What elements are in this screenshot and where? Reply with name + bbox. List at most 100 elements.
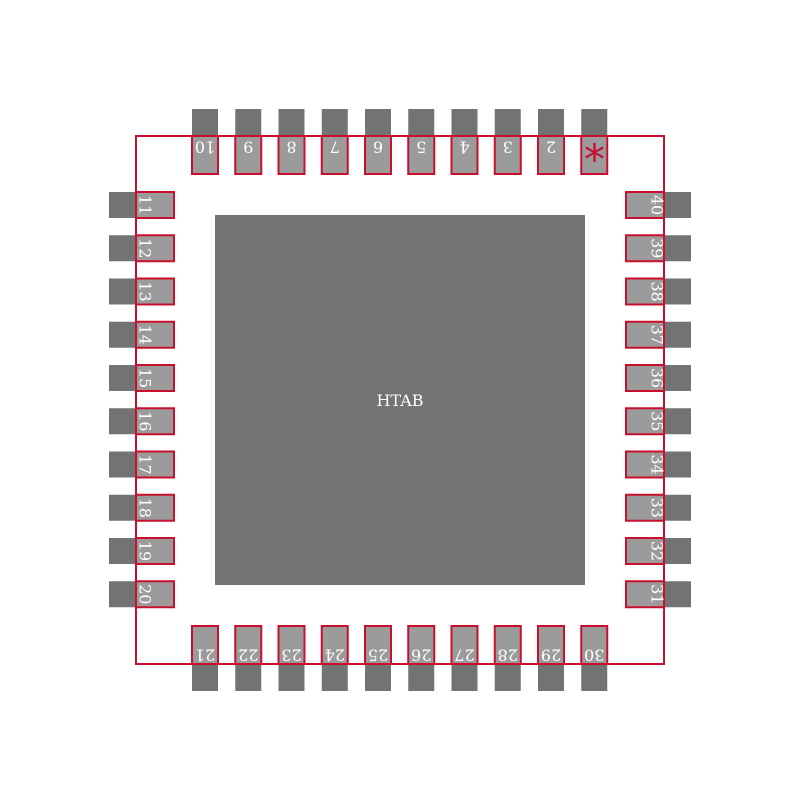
pin-19-label: 19: [136, 541, 155, 561]
pin-20-pad-outer: [109, 581, 136, 608]
pin-28-pad: [493, 625, 522, 665]
pin-38-pad-outer: [664, 278, 691, 305]
pin-32-pad: [625, 537, 665, 565]
pin-37-pad: [625, 320, 665, 349]
pin-21-pad: [191, 625, 219, 665]
pin-30-label: 30: [584, 646, 604, 665]
pin-17-label: 17: [136, 454, 155, 474]
pin-11-label: 11: [136, 195, 155, 215]
pin-4-label: 4: [459, 138, 469, 157]
pin-26-label: 26: [411, 646, 431, 665]
pin-28-label: 28: [498, 646, 518, 665]
pin-16-label: 16: [136, 411, 155, 431]
pin-32-pad-outer: [664, 538, 691, 564]
pin-9-pad-outer: [235, 109, 262, 136]
pin-22-label: 22: [238, 646, 258, 665]
pin-24-pad-outer: [321, 664, 348, 691]
pin-26-pad: [407, 625, 436, 665]
pin-2-label: 2: [546, 138, 556, 157]
pin-31-pad-outer: [664, 581, 691, 608]
pin-25-label: 25: [368, 646, 388, 665]
pin-17-pad-outer: [109, 451, 136, 478]
pin-23-label: 23: [281, 646, 301, 665]
pin-19-pad-outer: [109, 538, 136, 564]
pin-13-pad-outer: [109, 278, 136, 305]
pin-36-pad-outer: [664, 365, 691, 391]
pin-18-pad-outer: [109, 494, 136, 521]
pin-1-pad-outer: [581, 109, 608, 136]
pin-23-pad: [277, 625, 306, 665]
pin-27-label: 27: [454, 646, 474, 665]
pin-29-pad-outer: [538, 664, 564, 691]
pin-6-label: 6: [373, 138, 383, 157]
pin-10-label: 10: [195, 138, 215, 157]
pin-8-pad-outer: [278, 109, 305, 136]
pin-20-label: 20: [136, 584, 155, 604]
pin-29-label: 29: [541, 646, 561, 665]
pin-15-pad-outer: [109, 365, 136, 391]
pin-5-label: 5: [416, 138, 426, 157]
pin-12-pad-outer: [109, 235, 136, 262]
pin-3-pad-outer: [494, 109, 521, 136]
pin-36-pad: [625, 364, 665, 392]
pin-11-pad-outer: [109, 192, 136, 218]
pin-7-pad-outer: [321, 109, 348, 136]
pin-30-pad: [580, 625, 609, 665]
pin-40-label: 40: [648, 195, 667, 215]
pin-9-label: 9: [243, 138, 253, 157]
pin-25-pad-outer: [365, 664, 391, 691]
pin-15-label: 15: [136, 368, 155, 388]
pin-14-pad-outer: [109, 321, 136, 348]
pin-27-pad: [450, 625, 479, 665]
pin-24-pad: [320, 625, 349, 665]
thermal-pad: [215, 215, 585, 585]
pin1-marker: *: [584, 135, 605, 184]
pin-40-pad-outer: [664, 192, 691, 218]
pin-2-pad-outer: [538, 109, 564, 136]
pin-34-pad-outer: [664, 451, 691, 478]
pin-31-label: 31: [648, 584, 667, 604]
pin-39-label: 39: [648, 238, 667, 258]
pin-8-label: 8: [286, 138, 296, 157]
pin-14-label: 14: [136, 325, 155, 345]
pin-36-label: 36: [648, 368, 667, 388]
pin-33-label: 33: [648, 498, 667, 518]
pin-35-pad: [625, 407, 665, 436]
pin-28-pad-outer: [494, 664, 521, 691]
pin-27-pad-outer: [451, 664, 478, 691]
pin-25-pad: [364, 625, 392, 665]
pin-39-pad-outer: [664, 235, 691, 262]
pin-18-label: 18: [136, 498, 155, 518]
pin-37-pad-outer: [664, 321, 691, 348]
pin-7-pad: [320, 135, 349, 175]
pin-23-pad-outer: [278, 664, 305, 691]
pin-5-pad-outer: [408, 109, 435, 136]
pin-22-pad-outer: [235, 664, 262, 691]
pin-10-pad-outer: [192, 109, 218, 136]
pin-3-label: 3: [503, 138, 513, 157]
pin-13-label: 13: [136, 281, 155, 301]
center-label: HTAB: [376, 391, 423, 410]
pin-35-pad-outer: [664, 408, 691, 435]
pin-5-pad: [407, 135, 436, 175]
pin-37-label: 37: [648, 325, 667, 345]
pin-32-label: 32: [648, 541, 667, 561]
pin-38-pad: [625, 277, 665, 306]
pin-26-pad-outer: [408, 664, 435, 691]
pin-12-label: 12: [136, 238, 155, 258]
pads-layer: [109, 109, 691, 691]
pin-38-label: 38: [648, 281, 667, 301]
pin-22-pad: [234, 625, 263, 665]
pin-16-pad-outer: [109, 408, 136, 435]
pin-2-pad: [537, 135, 565, 175]
pin-30-pad-outer: [581, 664, 608, 691]
pin-34-label: 34: [648, 454, 667, 474]
pin-4-pad-outer: [451, 109, 478, 136]
pin-35-label: 35: [648, 411, 667, 431]
pin-1-pad: [580, 135, 609, 175]
pin-7-label: 7: [330, 138, 340, 157]
body-outline: [135, 135, 665, 665]
